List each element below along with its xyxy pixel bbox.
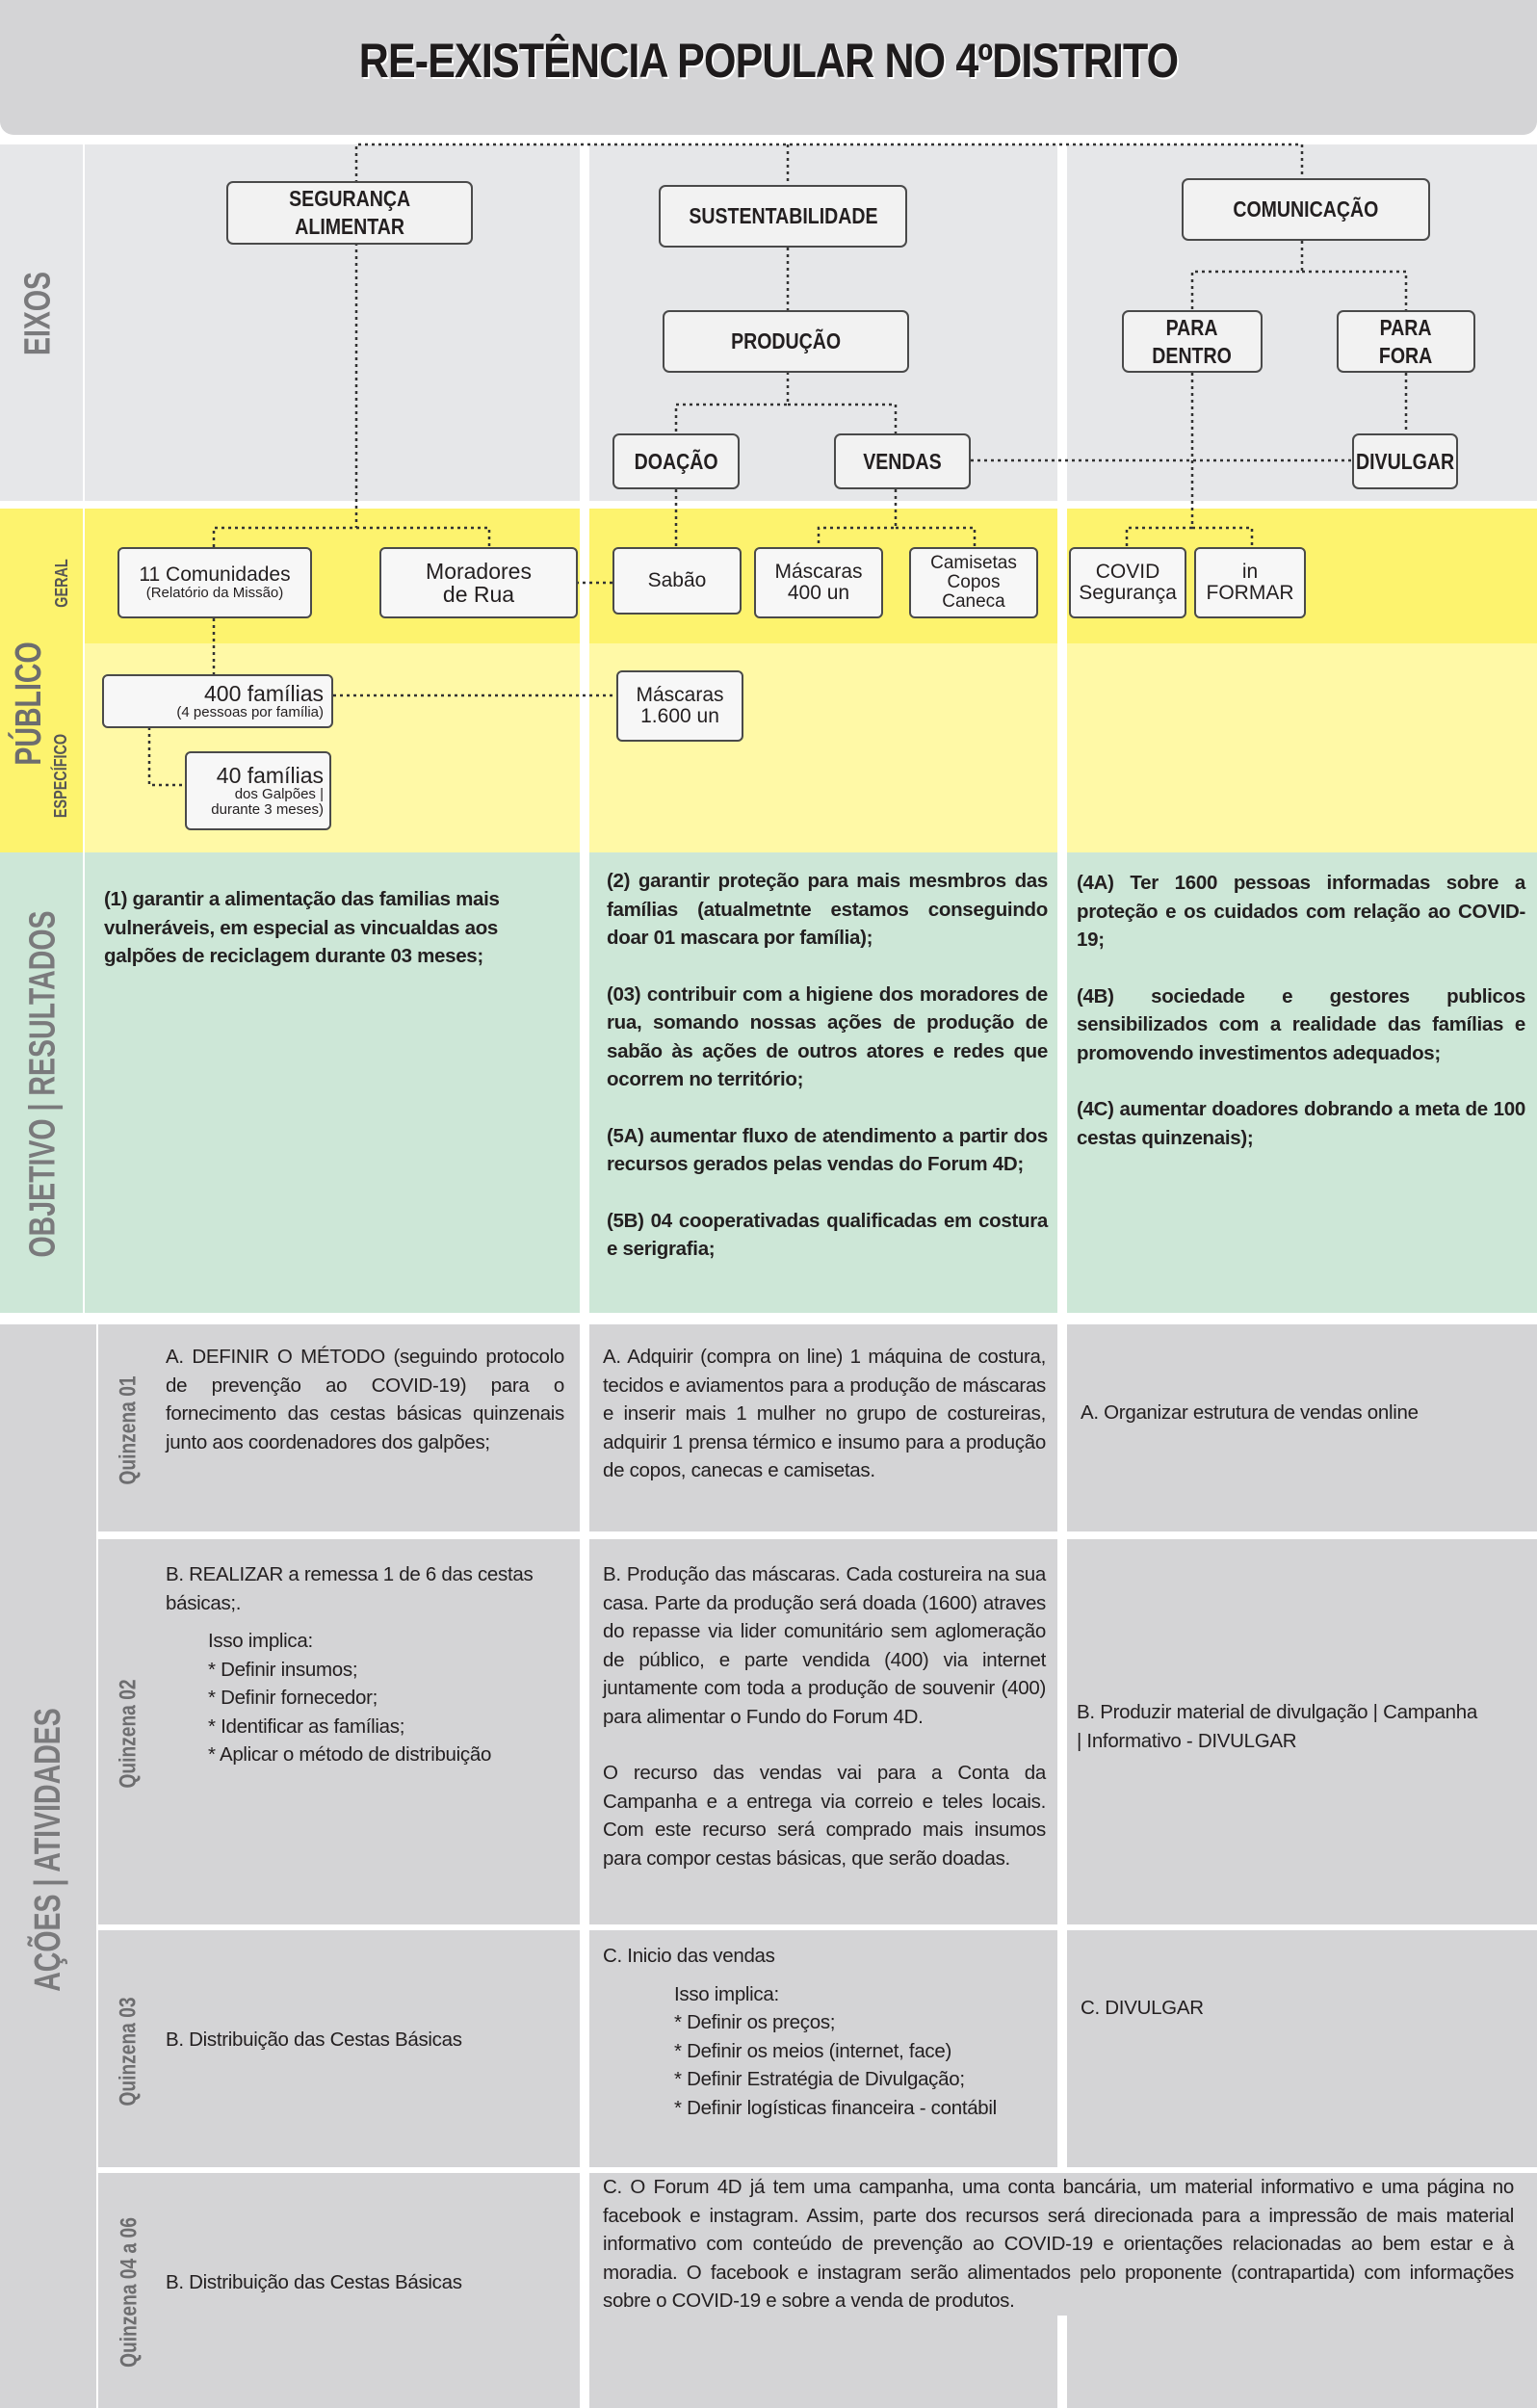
side-label-quinzena-1: Quinzena 01 xyxy=(116,1375,142,1485)
page-title: RE-EXISTÊNCIA POPULAR NO 4ºDISTRITO xyxy=(358,34,1179,88)
acao-q3-col3: C. DIVULGAR xyxy=(1081,1997,1204,2019)
eixo-seguranca-alimentar[interactable]: SEGURANÇA ALIMENTAR xyxy=(226,181,473,245)
acao-q2-col1-item: * Identificar as famílias; xyxy=(208,1714,405,1738)
acoes-q1-col1 xyxy=(160,1324,580,1531)
acoes-q4-label xyxy=(98,2173,160,2408)
objetivo-5b: (5B) 04 cooperativadas qualificadas em c… xyxy=(607,1209,1048,1261)
eixo-sustentabilidade[interactable]: SUSTENTABILIDADE xyxy=(659,185,907,248)
objetivo-5a: (5A) aumentar fluxo de atendimento a par… xyxy=(607,1124,1048,1176)
publico-400-familias[interactable]: 400 famílias (4 pessoas por família) xyxy=(102,674,333,728)
eixo-divulgar[interactable]: DIVULGAR xyxy=(1352,433,1458,489)
objetivo-col3-text: (4A) Ter 1600 pessoas informadas sobre a… xyxy=(1077,869,1525,1180)
side-label-acoes: AÇÕES | ATIVIDADES xyxy=(27,1707,68,1992)
acao-q4-col23: C. O Forum 4D já tem uma campanha, uma c… xyxy=(603,2173,1514,2316)
acoes-q2-col2 xyxy=(589,1539,1057,1924)
side-label-quinzena-3: Quinzena 03 xyxy=(116,1997,142,2107)
acao-q2-col1-item: * Aplicar o método de distribuição xyxy=(208,1743,492,1766)
publico-informar[interactable]: in FORMAR xyxy=(1194,547,1306,618)
publico-especifico-col3 xyxy=(1067,643,1537,857)
objetivo-4a: (4A) Ter 1600 pessoas informadas sobre a… xyxy=(1077,872,1525,951)
acao-q2-col1: B. REALIZAR a remessa 1 de 6 das cestas … xyxy=(166,1560,570,1769)
objetivo-4b: (4B) sociedade e gestores publicos sensi… xyxy=(1077,984,1525,1064)
acoes-q1-col3 xyxy=(1067,1324,1537,1531)
acoes-q2-col3 xyxy=(1067,1539,1537,1924)
side-label-objetivo: OBJETIVO | RESULTADOS xyxy=(22,909,64,1258)
eixo-para-dentro[interactable]: PARA DENTRO xyxy=(1122,310,1263,373)
publico-comunidades[interactable]: 11 Comunidades (Relatório da Missão) xyxy=(117,547,312,618)
objetivo-2: (2) garantir proteção para mais mesmbros… xyxy=(607,870,1048,949)
objetivo-col1-text: (1) garantir a alimentação das familias … xyxy=(104,885,528,999)
side-label-quinzena-4: Quinzena 04 a 06 xyxy=(116,2217,143,2368)
publico-40-familias[interactable]: 40 famílias dos Galpões | durante 3 mese… xyxy=(185,751,331,830)
acao-q2-col2: B. Produção das máscaras. Cada costureir… xyxy=(603,1563,1046,1870)
acao-q1-col1: A. DEFINIR O MÉTODO (seguindo protocolo … xyxy=(166,1346,564,1453)
objetivo-col1-panel xyxy=(85,852,580,1313)
acoes-q3-col2 xyxy=(589,1930,1057,2167)
eixo-comunicacao[interactable]: COMUNICAÇÃO xyxy=(1182,178,1430,241)
acao-q2-col1-item: * Definir insumos; xyxy=(208,1658,358,1681)
objetivo-col2-panel xyxy=(589,852,1057,1313)
acoes-q2-label xyxy=(98,1539,160,1924)
publico-moradores[interactable]: Moradores de Rua xyxy=(379,547,578,618)
eixo-para-fora[interactable]: PARA FORA xyxy=(1337,310,1475,373)
objetivo-3: (03) contribuir com a higiene dos morado… xyxy=(607,982,1048,1091)
publico-mascaras-400[interactable]: Máscaras 400 un xyxy=(754,547,883,618)
acoes-q1-label xyxy=(98,1324,160,1531)
eixos-label-panel xyxy=(0,144,83,501)
publico-covid[interactable]: COVID Segurança xyxy=(1069,547,1186,618)
publico-camisetas[interactable]: Camisetas Copos Caneca xyxy=(909,547,1038,618)
acao-q2-col3: B. Produzir material de divulgação | Cam… xyxy=(1077,1701,1477,1752)
acoes-q3-col3 xyxy=(1067,1930,1537,2167)
acoes-q3-col1 xyxy=(160,1930,580,2167)
publico-sabao[interactable]: Sabão xyxy=(612,547,742,615)
acoes-q3-label xyxy=(98,1930,160,2167)
acao-q3-col2-item: * Definir Estratégia de Divulgação; xyxy=(674,2068,965,2090)
side-label-quinzena-2: Quinzena 02 xyxy=(116,1679,142,1789)
acao-q1-col3: A. Organizar estrutura de vendas online xyxy=(1081,1401,1419,1424)
acao-q3-col2-subtitle: Isso implica: xyxy=(674,1982,779,2005)
eixo-vendas[interactable]: VENDAS xyxy=(834,433,971,489)
acao-q3-col1: B. Distribuição das Cestas Básicas xyxy=(166,2028,462,2051)
objetivo-4c: (4C) aumentar doadores dobrando a meta d… xyxy=(1077,1098,1525,1149)
acao-q2-col1-subtitle: Isso implica: xyxy=(208,1630,313,1652)
objetivo-col2-text: (2) garantir proteção para mais mesmbros… xyxy=(607,867,1048,1292)
acoes-label-panel xyxy=(0,1324,96,2408)
eixo-producao[interactable]: PRODUÇÃO xyxy=(663,310,909,373)
acao-q3-col2-item: * Definir os preços; xyxy=(674,2011,836,2033)
acao-q2-col1-item: * Definir fornecedor; xyxy=(208,1687,378,1709)
acao-q1-col2: A. Adquirir (compra on line) 1 máquina d… xyxy=(603,1346,1046,1481)
acao-q3-col2: C. Inicio das vendas Isso implica: * Def… xyxy=(603,1942,1046,2122)
acoes-q4-col1 xyxy=(160,2173,580,2408)
eixo-doacao[interactable]: DOAÇÃO xyxy=(612,433,740,489)
title-bar xyxy=(0,0,1537,135)
objetivo-label-panel xyxy=(0,852,83,1313)
connector-lines xyxy=(147,143,1408,787)
acao-q3-col2-item: * Definir os meios (internet, face) xyxy=(674,2039,952,2062)
objetivo-col3-panel xyxy=(1067,852,1537,1313)
publico-label-panel xyxy=(0,509,83,857)
publico-mascaras-1600[interactable]: Máscaras 1.600 un xyxy=(616,670,743,742)
objetivo-1: (1) garantir a alimentação das familias … xyxy=(104,888,500,967)
acao-q3-col2-item: * Definir logísticas financeira - contáb… xyxy=(674,2096,997,2119)
acoes-q2-col1 xyxy=(160,1539,580,1924)
acoes-q1-col2 xyxy=(589,1324,1057,1531)
acao-q4-col1: B. Distribuição das Cestas Básicas xyxy=(166,2271,462,2293)
